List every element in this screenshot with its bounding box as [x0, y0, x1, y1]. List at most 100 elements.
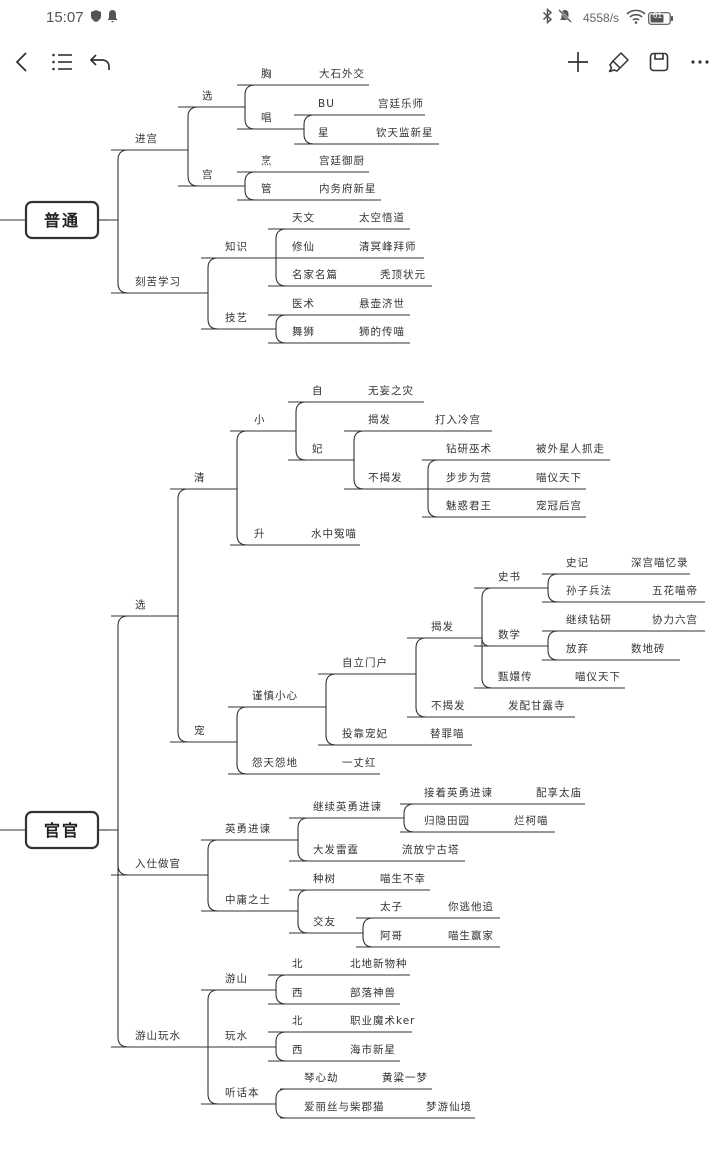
mindmap-node-b1[interactable]: 钻研巫术 [422, 442, 610, 461]
mindmap-node-z2c[interactable]: 清冥峰拜师 [359, 240, 417, 253]
mindmap-node-sx2[interactable]: 放弃 [542, 642, 680, 661]
mindmap-node-jx[interactable]: 继续英勇进谏 [289, 800, 396, 819]
mindmap-node-wa2c[interactable]: 海市新星 [350, 1043, 396, 1056]
mindmap-node-z1c[interactable]: 太空悟道 [359, 211, 405, 224]
mindmap-node-ss2c[interactable]: 五花喵帝 [652, 584, 698, 597]
mindmap-node-gyc[interactable]: 烂柯喵 [514, 814, 549, 827]
mindmap-node-df[interactable]: 大发雷霆 [289, 843, 465, 862]
mindmap-node-ss2[interactable]: 孙子兵法 [542, 584, 705, 603]
mindmap-node-pjg[interactable]: 宫 [178, 168, 237, 187]
mindmap-node-bj[interactable]: 不揭发 [407, 699, 575, 718]
mindmap-node-sh[interactable]: 升 [230, 528, 360, 546]
mindmap-node-g2[interactable]: 管 [237, 182, 381, 201]
root-node-putong[interactable]: 普通 [24, 200, 100, 240]
mindmap-node-gq[interactable]: 清 [170, 471, 229, 490]
mindmap-node-wa[interactable]: 玩水 [201, 1030, 268, 1048]
mindmap-node-tzc[interactable]: 你逃他追 [448, 900, 494, 913]
mindmap-node-yo1c[interactable]: 北地新物种 [350, 957, 408, 970]
mindmap-node-ytc[interactable]: 一丈红 [342, 756, 377, 769]
mindmap-node-x2ac[interactable]: 宫廷乐师 [378, 97, 424, 110]
outline-button[interactable] [46, 44, 78, 80]
mindmap-node-jz[interactable]: 接着英勇进谏 [400, 786, 585, 805]
mindmap-node-yo2c[interactable]: 部落神兽 [350, 986, 396, 999]
mindmap-node-j1[interactable]: 医术 [268, 298, 410, 316]
mindmap-node-b3c[interactable]: 宠冠后宫 [536, 499, 582, 512]
mindmap-node-gx[interactable]: 选 [111, 598, 170, 617]
mindmap-node-wa1c[interactable]: 职业魔术ker [350, 1014, 415, 1027]
mindmap-node-f2[interactable]: 不揭发 [344, 471, 420, 490]
more-button[interactable] [684, 44, 716, 80]
back-button[interactable] [6, 44, 38, 80]
mindmap-node-gy[interactable]: 归隐田园 [400, 814, 555, 833]
mindmap-node-b2[interactable]: 步步为营 [422, 471, 586, 490]
mindmap-node-z1[interactable]: 天文 [268, 211, 410, 230]
mindmap-node-tz[interactable]: 太子 [356, 900, 500, 919]
mindmap-node-zic[interactable]: 无妄之灾 [368, 384, 414, 397]
mindmap-node-b3[interactable]: 魅惑君王 [422, 499, 586, 518]
mindmap-node-agc[interactable]: 喵生赢家 [448, 929, 494, 942]
mindmap-node-yy[interactable]: 英勇进谏 [201, 822, 290, 841]
mindmap-node-zhc[interactable]: 喵仪天下 [575, 671, 621, 683]
mindmap-node-js[interactable]: 谨慎小心 [228, 689, 318, 708]
mindmap-node-wa2[interactable]: 西 [268, 1044, 400, 1062]
style-button[interactable] [603, 44, 635, 80]
mindmap-node-x2[interactable]: 唱 [237, 112, 296, 130]
mindmap-node-tg1[interactable]: 琴心劫 [280, 1071, 432, 1090]
mindmap-node-fei[interactable]: 妃 [288, 442, 346, 461]
mindmap-node-f1[interactable]: 揭发 [344, 413, 492, 432]
mindmap-node-dfc[interactable]: 流放宁古塔 [402, 843, 460, 856]
mindmap-node-j1c[interactable]: 悬壶济世 [359, 297, 405, 310]
undo-button[interactable] [84, 44, 116, 80]
mindmap-node-yt[interactable]: 怨天怨地 [228, 756, 380, 775]
mindmap-node-b2c[interactable]: 喵仪天下 [536, 472, 582, 484]
mindmap-node-ss[interactable]: 史书 [474, 571, 540, 589]
save-button[interactable] [643, 44, 675, 80]
mindmap-node-jy[interactable]: 交友 [289, 915, 355, 934]
mindmap-node-f1c[interactable]: 打入冷宫 [435, 413, 481, 426]
mindmap-node-x2bc[interactable]: 钦天监新星 [376, 126, 434, 139]
mindmap-node-wa1[interactable]: 北 [268, 1015, 412, 1033]
mindmap-node-zy[interactable]: 中庸之士 [201, 893, 290, 912]
mindmap-node-j2[interactable]: 舞狮 [268, 325, 410, 344]
mindmap-node-ag[interactable]: 阿哥 [356, 930, 500, 948]
mindmap-node-pk[interactable]: 刻苦学习 [111, 275, 200, 294]
mindmap-node-tk[interactable]: 投靠宠妃 [318, 727, 472, 746]
mindmap-node-z2[interactable]: 修仙 [268, 240, 424, 259]
mindmap-node-jf[interactable]: 揭发 [407, 620, 474, 639]
mindmap-node-yo2[interactable]: 西 [268, 987, 400, 1005]
mindmap-node-ys[interactable]: 游山玩水 [111, 1029, 200, 1048]
mindmap-node-x2a[interactable]: BU [294, 98, 425, 116]
mindmap-node-pjx[interactable]: 选 [178, 89, 237, 108]
mindmap-node-tg[interactable]: 听话本 [201, 1086, 268, 1105]
mindmap-node-tg2c[interactable]: 梦游仙境 [426, 1100, 472, 1113]
mindmap-node-sx1c[interactable]: 协力六宫 [652, 613, 698, 626]
mindmap-node-zl[interactable]: 自立门户 [318, 656, 408, 675]
mindmap-node-pkj[interactable]: 技艺 [201, 311, 268, 330]
mindmap-node-x2b[interactable]: 星 [294, 127, 439, 145]
mindmap-node-yo1[interactable]: 北 [268, 958, 410, 976]
mindmap-node-sx[interactable]: 数学 [474, 628, 540, 647]
mindmap-node-shc[interactable]: 水中冤喵 [311, 527, 357, 540]
root-node-guanguan[interactable]: 官官 [24, 810, 100, 850]
mindmap-node-g2c[interactable]: 内务府新星 [319, 182, 377, 195]
mindmap-node-x1[interactable]: 胸 [237, 67, 369, 86]
mindmap-node-tkc[interactable]: 替罪喵 [430, 727, 465, 740]
mindmap-node-rs[interactable]: 入仕做官 [111, 857, 200, 876]
mindmap-node-zi[interactable]: 自 [288, 384, 424, 403]
mindmap-node-x1c[interactable]: 大石外交 [319, 67, 365, 80]
mindmap-node-g1c[interactable]: 宫廷御厨 [319, 154, 365, 167]
mindmap-node-j2c[interactable]: 狮的传喵 [359, 325, 405, 338]
mindmap-node-zs[interactable]: 种树 [289, 872, 430, 891]
mindmap-node-zsc[interactable]: 喵生不幸 [380, 872, 426, 885]
mindmap-node-sx2c[interactable]: 数地砖 [631, 642, 666, 655]
mindmap-node-pj[interactable]: 进宫 [111, 132, 180, 151]
mindmap-node-pkz[interactable]: 知识 [201, 240, 268, 259]
mindmap-node-ss1[interactable]: 史记 [542, 557, 690, 575]
mindmap-node-tg1c[interactable]: 黄粱一梦 [382, 1071, 428, 1084]
mindmap-node-tg2[interactable]: 爱丽丝与柴郡猫 [280, 1100, 475, 1119]
mindmap-node-gqx[interactable]: 小 [230, 414, 288, 432]
add-button[interactable] [562, 44, 594, 80]
mindmap-node-zh[interactable]: 甄嬛传 [474, 670, 625, 689]
mindmap-node-g1[interactable]: 烹 [237, 154, 369, 173]
mindmap-node-z3[interactable]: 名家名篇 [268, 268, 432, 287]
